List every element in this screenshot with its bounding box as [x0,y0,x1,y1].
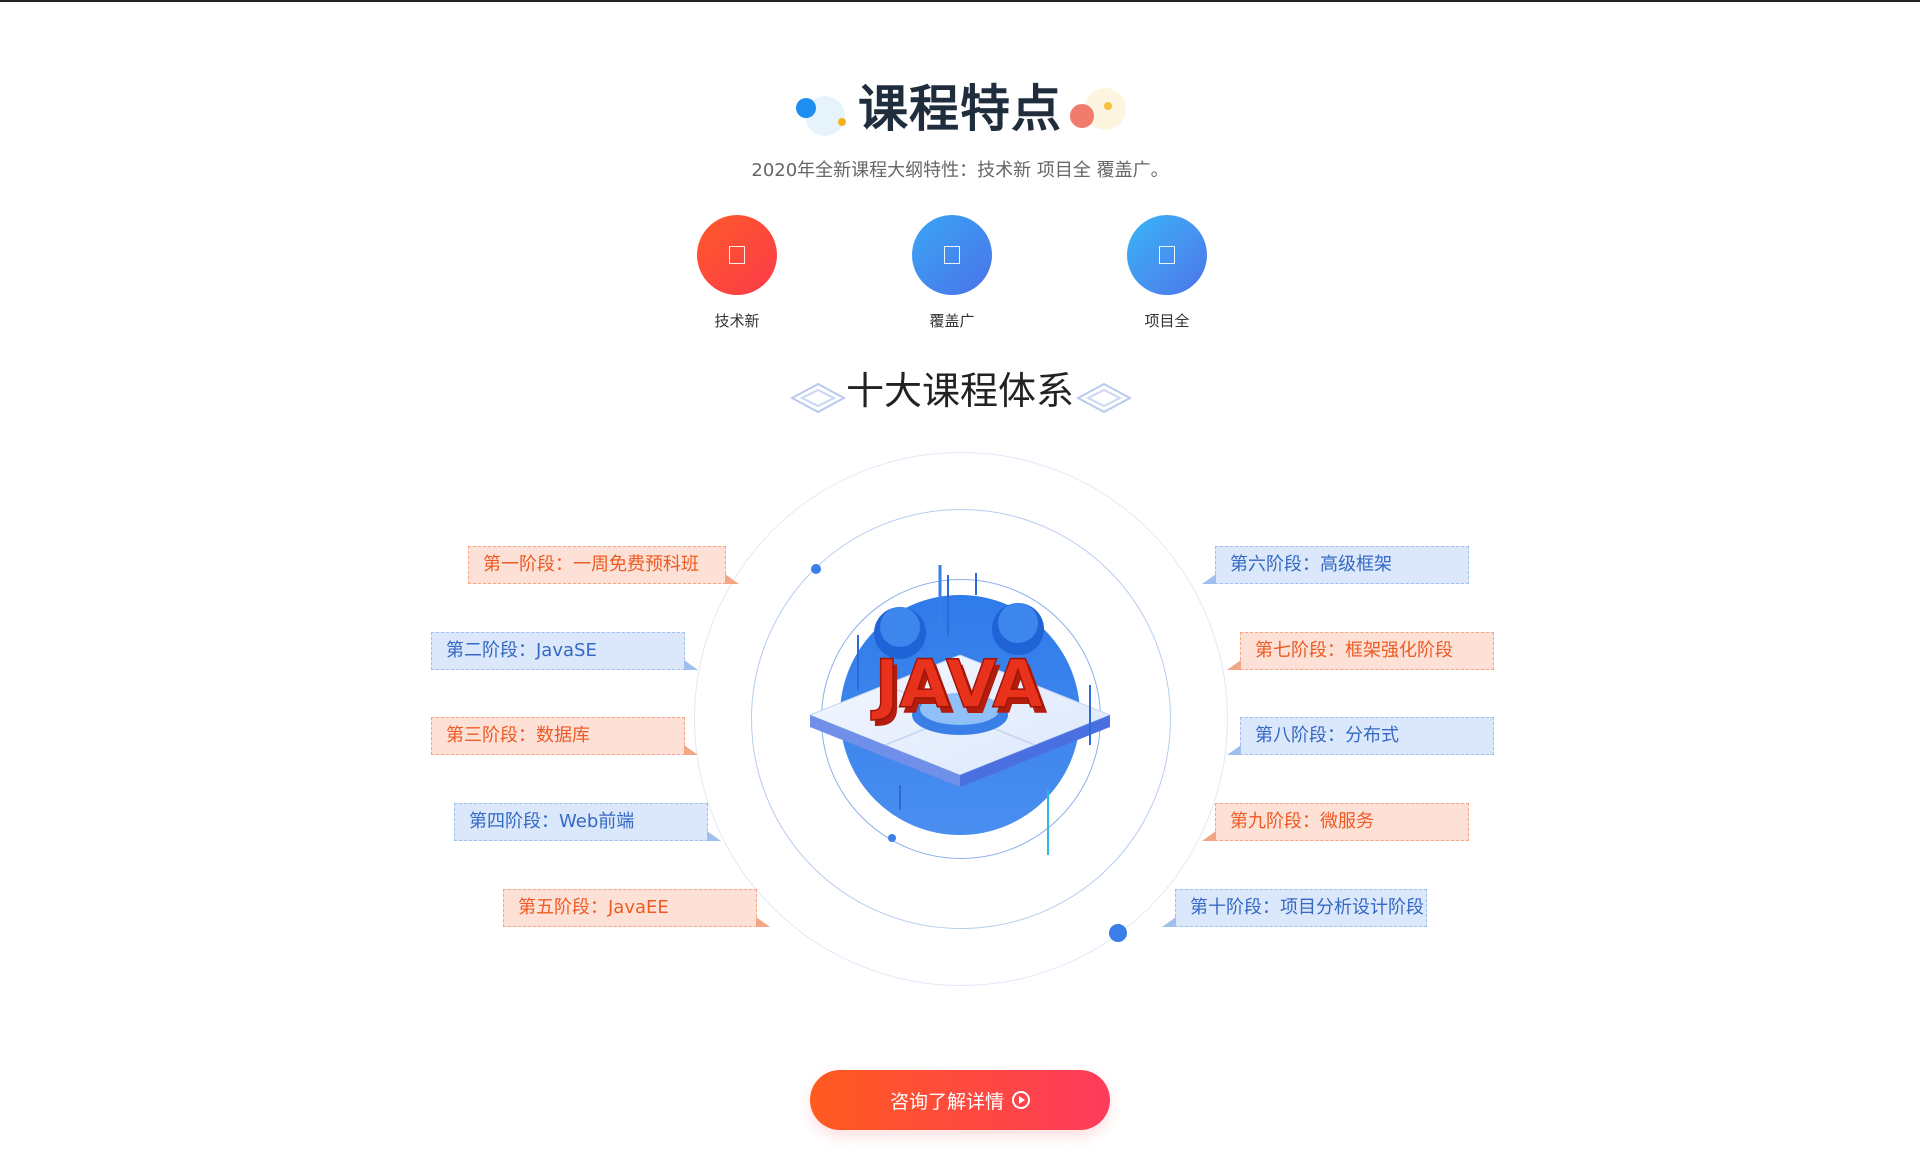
consult-details-button[interactable]: 咨询了解详情 [810,1070,1110,1130]
title-deco-dot [838,118,846,126]
title-deco-dot [1104,102,1112,110]
stage-label-text: 第一阶段：一周免费预科班 [483,554,699,575]
tech-icon [697,215,777,295]
java-logo-shadow: JAVA [875,652,1048,729]
java-logo-text: JAVA [871,646,1044,723]
stage-label-text: 第六阶段：高级框架 [1230,554,1392,575]
stage-label-text: 第五阶段：JavaEE [518,897,669,918]
orbit-dot [1109,924,1127,942]
stage-tail [1227,745,1241,755]
diamond-deco-left-icon [790,382,846,414]
top-border [0,0,1920,2]
stage-tail [684,745,698,755]
stage-tail [756,917,770,927]
coverage-icon [912,215,992,295]
stage-label-7[interactable]: 第七阶段：框架强化阶段 [1227,632,1494,670]
orbit-dot [888,834,896,842]
stage-label-2[interactable]: 第二阶段：JavaSE [431,632,698,670]
feature-project: 项目全 [1087,215,1247,335]
stage-tail [1227,660,1241,670]
stage-tail [725,574,739,584]
stage-label-text: 第八阶段：分布式 [1255,725,1399,746]
stage-label-3[interactable]: 第三阶段：数据库 [431,717,698,755]
stage-label-text: 第九阶段：微服务 [1230,811,1374,832]
stage-label-4[interactable]: 第四阶段：Web前端 [454,803,721,841]
feature-label: 技术新 [714,312,760,330]
orbit-dot [811,564,821,574]
stage-label-1[interactable]: 第一阶段：一周免费预科班 [468,546,739,584]
feature-tech: 技术新 [657,215,817,335]
play-circle-icon [1012,1091,1030,1109]
stage-tail [1202,831,1216,841]
section-title: 十大课程体系 [845,369,1074,413]
middle-ring [751,509,1171,929]
stage-tail [684,660,698,670]
stage-label-text: 第三阶段：数据库 [446,725,590,746]
features-subtitle: 2020年全新课程大纲特性：技术新 项目全 覆盖广。 [751,160,1169,181]
features-header: 课程特点 [0,74,1920,144]
page-title: 课程特点 [858,80,1062,138]
feature-label: 项目全 [1144,312,1190,330]
stage-label-text: 第七阶段：框架强化阶段 [1255,640,1453,661]
stage-label-text: 第二阶段：JavaSE [446,640,597,661]
title-deco-dot [1070,104,1094,128]
outer-ring [694,452,1228,986]
stage-label-10[interactable]: 第十阶段：项目分析设计阶段 [1162,889,1427,927]
diamond-deco-right-icon [1076,382,1132,414]
stage-label-9[interactable]: 第九阶段：微服务 [1202,803,1469,841]
java-logo-illustration: JAVA JAVA [808,565,1112,855]
feature-coverage: 覆盖广 [872,215,1032,335]
stage-label-text: 第十阶段：项目分析设计阶段 [1190,897,1424,918]
stage-tail [1202,574,1216,584]
title-deco-dot [796,98,816,118]
stage-label-text: 第四阶段：Web前端 [469,811,635,832]
stage-tail [707,831,721,841]
stage-label-8[interactable]: 第八阶段：分布式 [1227,717,1494,755]
feature-label: 覆盖广 [929,312,975,330]
stage-label-6[interactable]: 第六阶段：高级框架 [1202,546,1469,584]
stage-tail [1162,917,1176,927]
consult-button-label: 咨询了解详情 [889,1090,1004,1113]
project-icon [1127,215,1207,295]
stage-label-5[interactable]: 第五阶段：JavaEE [503,889,770,927]
